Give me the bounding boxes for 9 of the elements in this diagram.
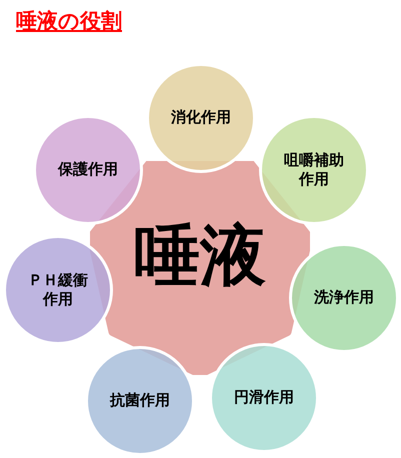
function-label: ＰＨ緩衝作用 xyxy=(28,270,88,310)
center-label: 唾液 xyxy=(134,223,266,289)
function-label: 消化作用 xyxy=(171,108,231,128)
function-label: 保護作用 xyxy=(58,160,118,180)
title: 唾液の役割 xyxy=(16,8,122,34)
function-label: 咀嚼補助作用 xyxy=(284,150,344,190)
function-label: 抗菌作用 xyxy=(110,391,170,411)
function-label: 洗浄作用 xyxy=(314,288,374,308)
function-label: 円滑作用 xyxy=(234,388,294,408)
